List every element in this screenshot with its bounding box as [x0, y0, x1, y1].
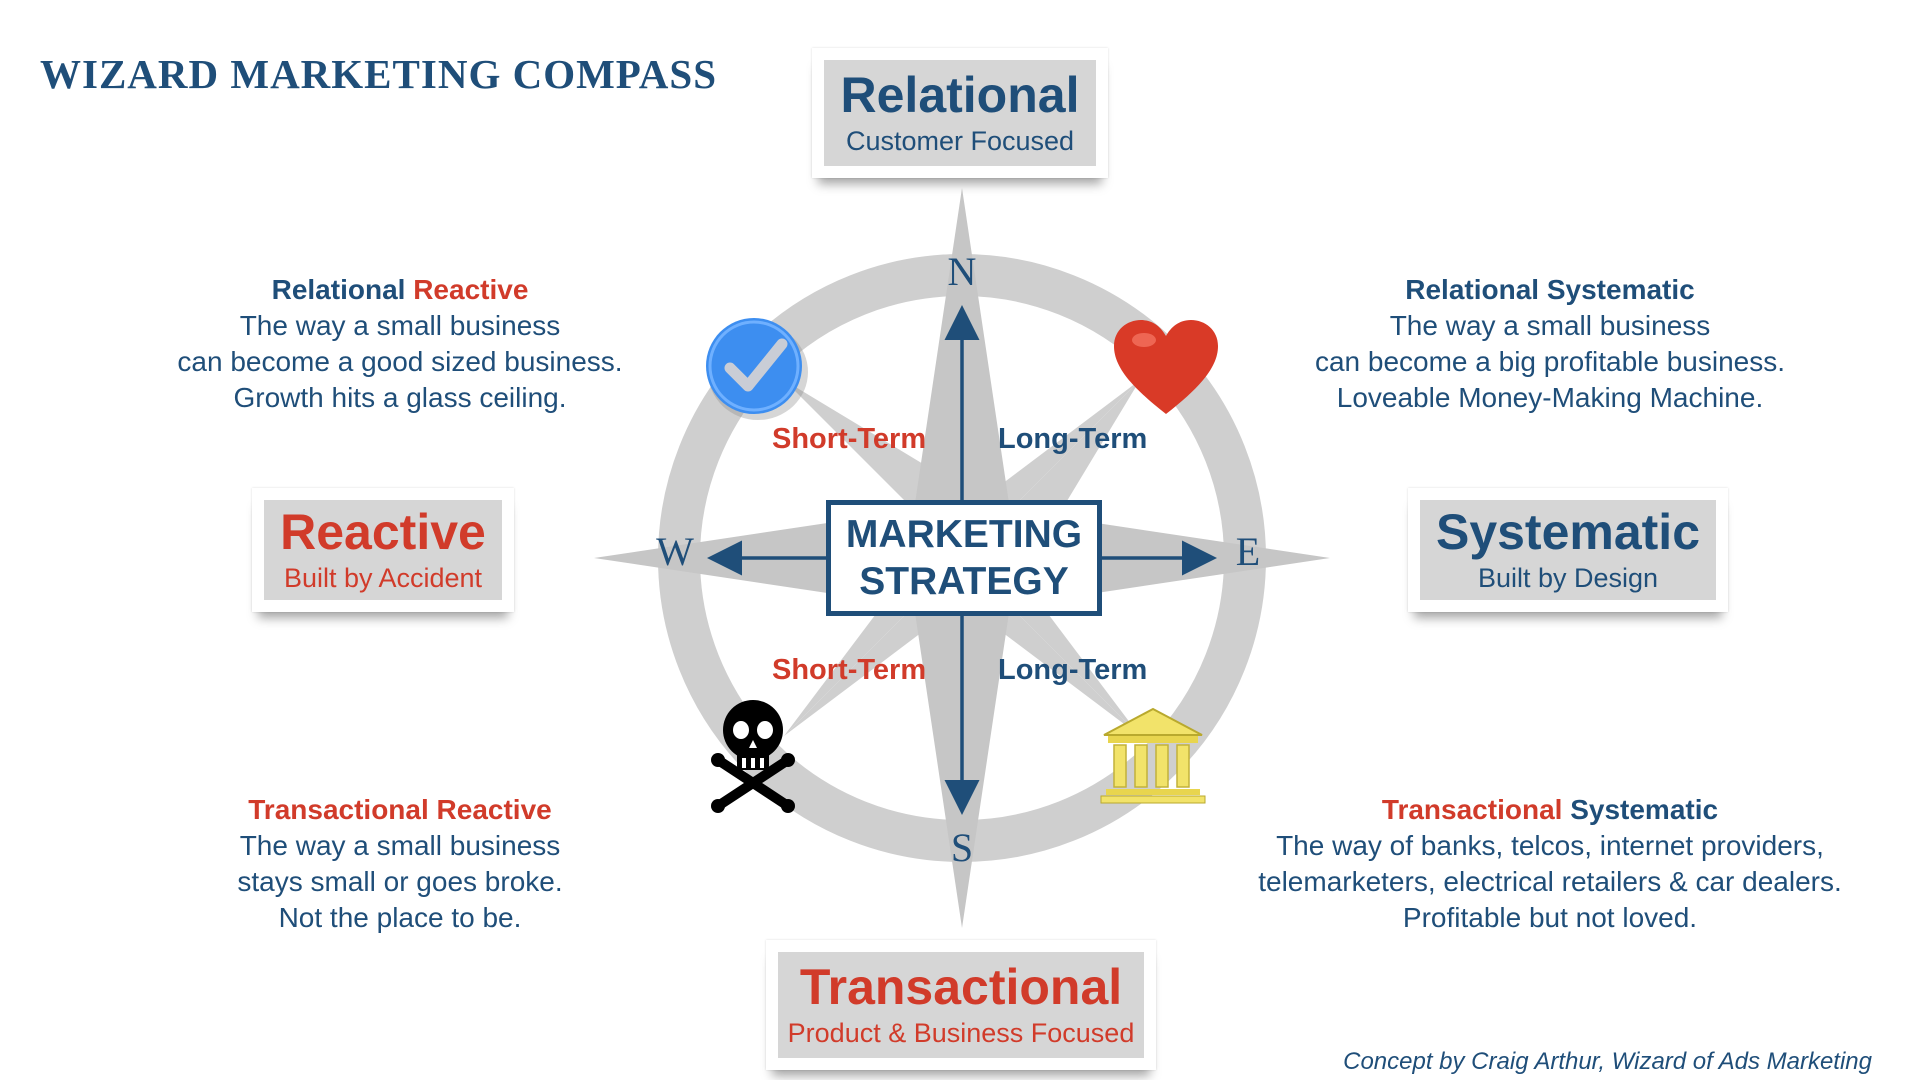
quadrant-line: Not the place to be. [278, 902, 522, 933]
card-reactive-subtitle: Built by Accident [283, 562, 483, 593]
heading-part-a: Transactional [1381, 794, 1563, 825]
term-long-top: Long-Term [998, 423, 1148, 455]
quadrant-relational-systematic: Relational Systematic The way a small bu… [1260, 272, 1840, 416]
card-systematic-inner: Systematic Built by Design [1420, 500, 1716, 600]
card-transactional-subtitle: Product & Business Focused [787, 1017, 1135, 1048]
page-title: WIZARD MARKETING COMPASS [40, 51, 717, 97]
card-systematic-title: Systematic [1435, 504, 1701, 561]
center-line-2: STRATEGY [859, 560, 1069, 603]
direction-west: W [656, 529, 694, 574]
card-systematic-subtitle: Built by Design [1477, 562, 1659, 593]
card-relational-title: Relational [840, 67, 1080, 124]
card-relational: Relational Customer Focused [812, 48, 1108, 178]
term-short-bottom: Short-Term [772, 654, 927, 686]
heart-icon [1114, 320, 1218, 414]
quadrant-line: The way a small business [239, 830, 561, 861]
card-reactive-inner: Reactive Built by Accident [264, 500, 502, 600]
quadrant-line: The way a small business [239, 310, 561, 341]
heading-part-b: Systematic [1570, 794, 1719, 825]
quadrant-line: The way of banks, telcos, internet provi… [1276, 830, 1824, 861]
quadrant-line: can become a good sized business. [177, 346, 623, 377]
quadrant-line: telemarketers, electrical retailers & ca… [1258, 866, 1842, 897]
card-transactional: Transactional Product & Business Focused [766, 940, 1156, 1070]
heading-part-b: Reactive [413, 274, 529, 305]
card-transactional-inner: Transactional Product & Business Focused [778, 952, 1144, 1058]
checkmark-badge-icon [706, 318, 808, 420]
heading-part-b: Systematic [1546, 274, 1695, 305]
quadrant-line: can become a big profitable business. [1314, 346, 1786, 377]
card-transactional-title: Transactional [799, 959, 1123, 1016]
card-relational-inner: Relational Customer Focused [824, 60, 1096, 166]
quadrant-line: Profitable but not loved. [1402, 902, 1698, 933]
skull-crossbones-icon [711, 700, 795, 813]
direction-north: N [947, 249, 977, 294]
bank-building-icon [1100, 707, 1206, 804]
card-reactive: Reactive Built by Accident [252, 488, 514, 612]
heading-part-a: Relational [1405, 274, 1540, 305]
direction-south: S [950, 825, 974, 870]
center-line-1: MARKETING [845, 513, 1083, 556]
center-marketing-strategy-box: MARKETING STRATEGY [826, 500, 1102, 616]
quadrant-line: The way a small business [1389, 310, 1711, 341]
quadrant-heading: Transactional Systematic [1210, 792, 1890, 828]
heading-part-a: Transactional [248, 794, 429, 825]
direction-east: E [1235, 529, 1261, 574]
card-relational-subtitle: Customer Focused [845, 125, 1075, 156]
quadrant-transactional-reactive: Transactional Reactive The way a small b… [120, 792, 680, 936]
quadrant-line: Growth hits a glass ceiling. [233, 382, 567, 413]
term-short-top: Short-Term [772, 423, 927, 455]
card-systematic: Systematic Built by Design [1408, 488, 1728, 612]
quadrant-heading: Relational Systematic [1260, 272, 1840, 308]
credit-line: Concept by Craig Arthur, Wizard of Ads M… [1343, 1048, 1872, 1075]
quadrant-transactional-systematic: Transactional Systematic The way of bank… [1210, 792, 1890, 936]
heading-part-b: Reactive [436, 794, 552, 825]
quadrant-line: Loveable Money-Making Machine. [1336, 382, 1764, 413]
quadrant-line: stays small or goes broke. [237, 866, 563, 897]
quadrant-heading: Relational Reactive [120, 272, 680, 308]
card-reactive-title: Reactive [280, 504, 486, 561]
term-long-bottom: Long-Term [998, 654, 1148, 686]
quadrant-heading: Transactional Reactive [120, 792, 680, 828]
quadrant-relational-reactive: Relational Reactive The way a small busi… [120, 272, 680, 416]
heading-part-a: Relational [271, 274, 406, 305]
